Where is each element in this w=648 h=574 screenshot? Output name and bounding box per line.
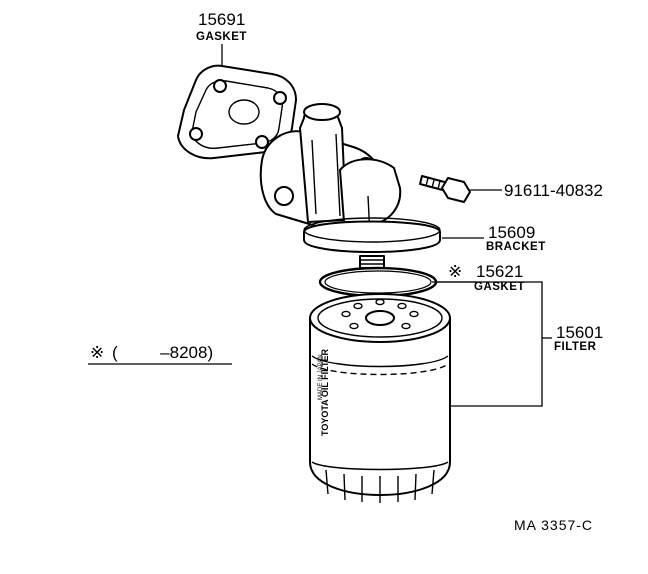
gasket-15621-drawing bbox=[318, 266, 438, 298]
part-name-15609: BRACKET bbox=[486, 241, 546, 253]
part-number-15601: 15601 bbox=[556, 323, 603, 342]
filter-print-line2: MADE IN JAPAN bbox=[318, 354, 324, 400]
part-name-15601: FILTER bbox=[554, 341, 597, 353]
bracket-15609-drawing bbox=[259, 103, 441, 269]
reference-code: MA 3357-C bbox=[514, 517, 593, 533]
leader-15601-bracket bbox=[432, 281, 543, 407]
note-text: ( –8208) bbox=[112, 343, 213, 362]
part-number-15691: 15691 bbox=[198, 10, 245, 29]
note-mark: ※ bbox=[90, 343, 104, 362]
part-name-15621: GASKET bbox=[474, 281, 525, 293]
part-number-15621: 15621 bbox=[476, 262, 523, 281]
part-number-15609: 15609 bbox=[488, 223, 535, 242]
gasket-15691-drawing bbox=[177, 64, 297, 160]
part-number-91611: 91611-40832 bbox=[504, 181, 603, 200]
part-mark-15621: ※ bbox=[448, 262, 462, 281]
bolt-91611-40832-drawing bbox=[419, 175, 471, 203]
part-name-15691: GASKET bbox=[196, 31, 247, 43]
filter-print-line1: TOYOTA OIL FILTER bbox=[320, 349, 330, 436]
filter-15601-drawing: TOYOTA OIL FILTER MADE IN JAPAN bbox=[309, 293, 451, 503]
